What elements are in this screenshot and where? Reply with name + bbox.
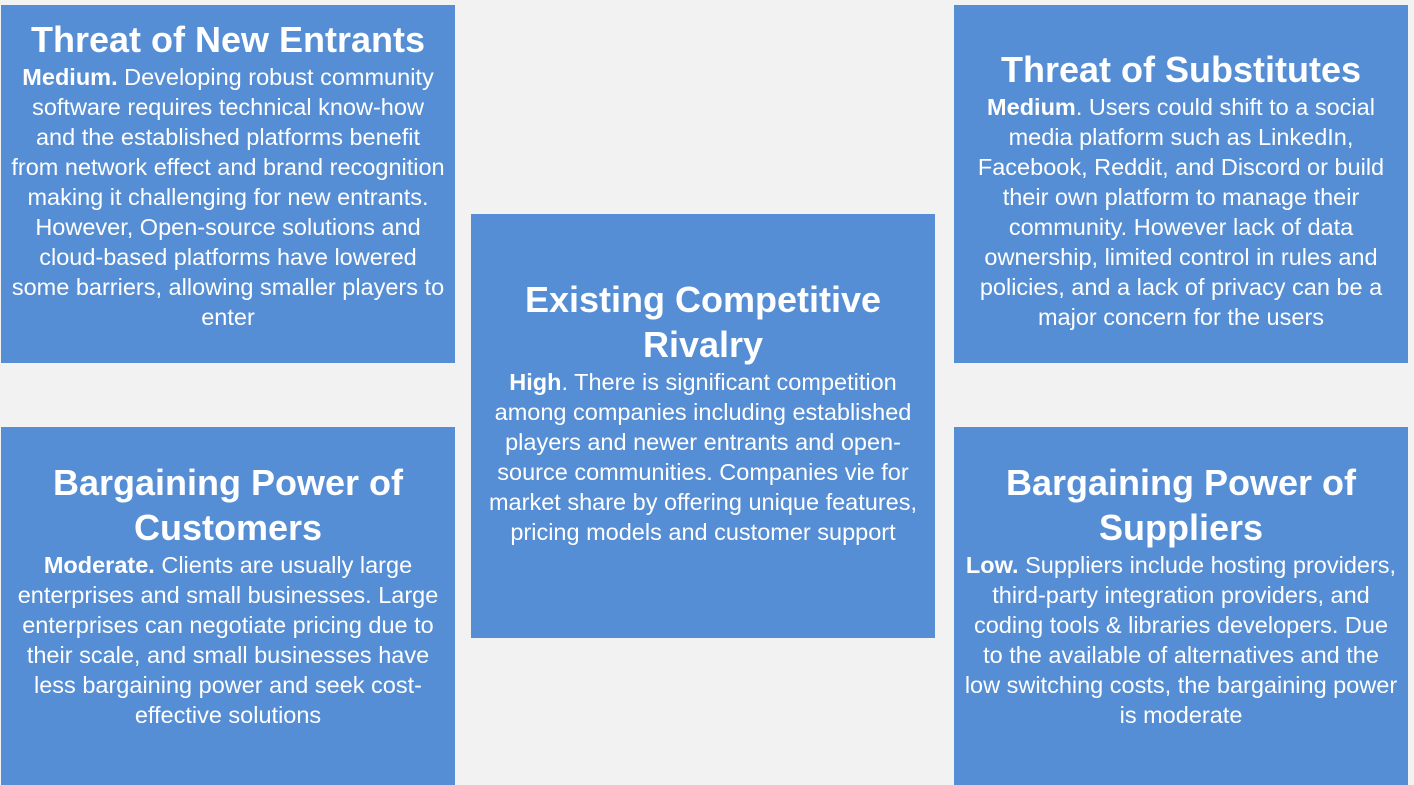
force-text-suppliers: Suppliers include hosting providers, thi… (964, 552, 1398, 728)
force-box-new-entrants: Threat of New Entrants Medium. Developin… (1, 5, 455, 363)
force-level-customers: Moderate. (43, 552, 155, 578)
force-box-customers: Bargaining Power of Customers Moderate. … (1, 427, 455, 785)
force-text-customers: Clients are usually large enterprises an… (17, 552, 439, 728)
force-text-substitutes: . Users could shift to a social media pl… (977, 94, 1385, 330)
force-level-rivalry: High (509, 369, 562, 395)
force-box-rivalry: Existing Competitive Rivalry High. There… (471, 214, 935, 638)
force-box-suppliers: Bargaining Power of Suppliers Low. Suppl… (954, 427, 1408, 785)
force-box-substitutes: Threat of Substitutes Medium. Users coul… (954, 5, 1408, 363)
force-text-new-entrants: Developing robust community software req… (11, 64, 445, 330)
force-description-customers: Moderate. Clients are usually large ente… (11, 550, 445, 730)
force-title-customers: Bargaining Power of Customers (52, 462, 404, 548)
force-title-substitutes: Threat of Substitutes (1000, 49, 1362, 90)
force-level-suppliers: Low. (965, 552, 1019, 578)
force-description-rivalry: High. There is significant competition a… (481, 367, 925, 547)
force-level-new-entrants: Medium. (22, 64, 118, 90)
force-description-new-entrants: Medium. Developing robust community soft… (11, 62, 445, 332)
force-text-rivalry: . There is significant competition among… (488, 369, 918, 545)
force-description-suppliers: Low. Suppliers include hosting providers… (964, 550, 1398, 730)
force-title-suppliers: Bargaining Power of Suppliers (1005, 462, 1357, 548)
force-title-rivalry: Existing Competitive Rivalry (524, 279, 882, 365)
force-title-new-entrants: Threat of New Entrants (30, 19, 426, 60)
force-description-substitutes: Medium. Users could shift to a social me… (964, 92, 1398, 332)
force-level-substitutes: Medium (987, 94, 1076, 120)
